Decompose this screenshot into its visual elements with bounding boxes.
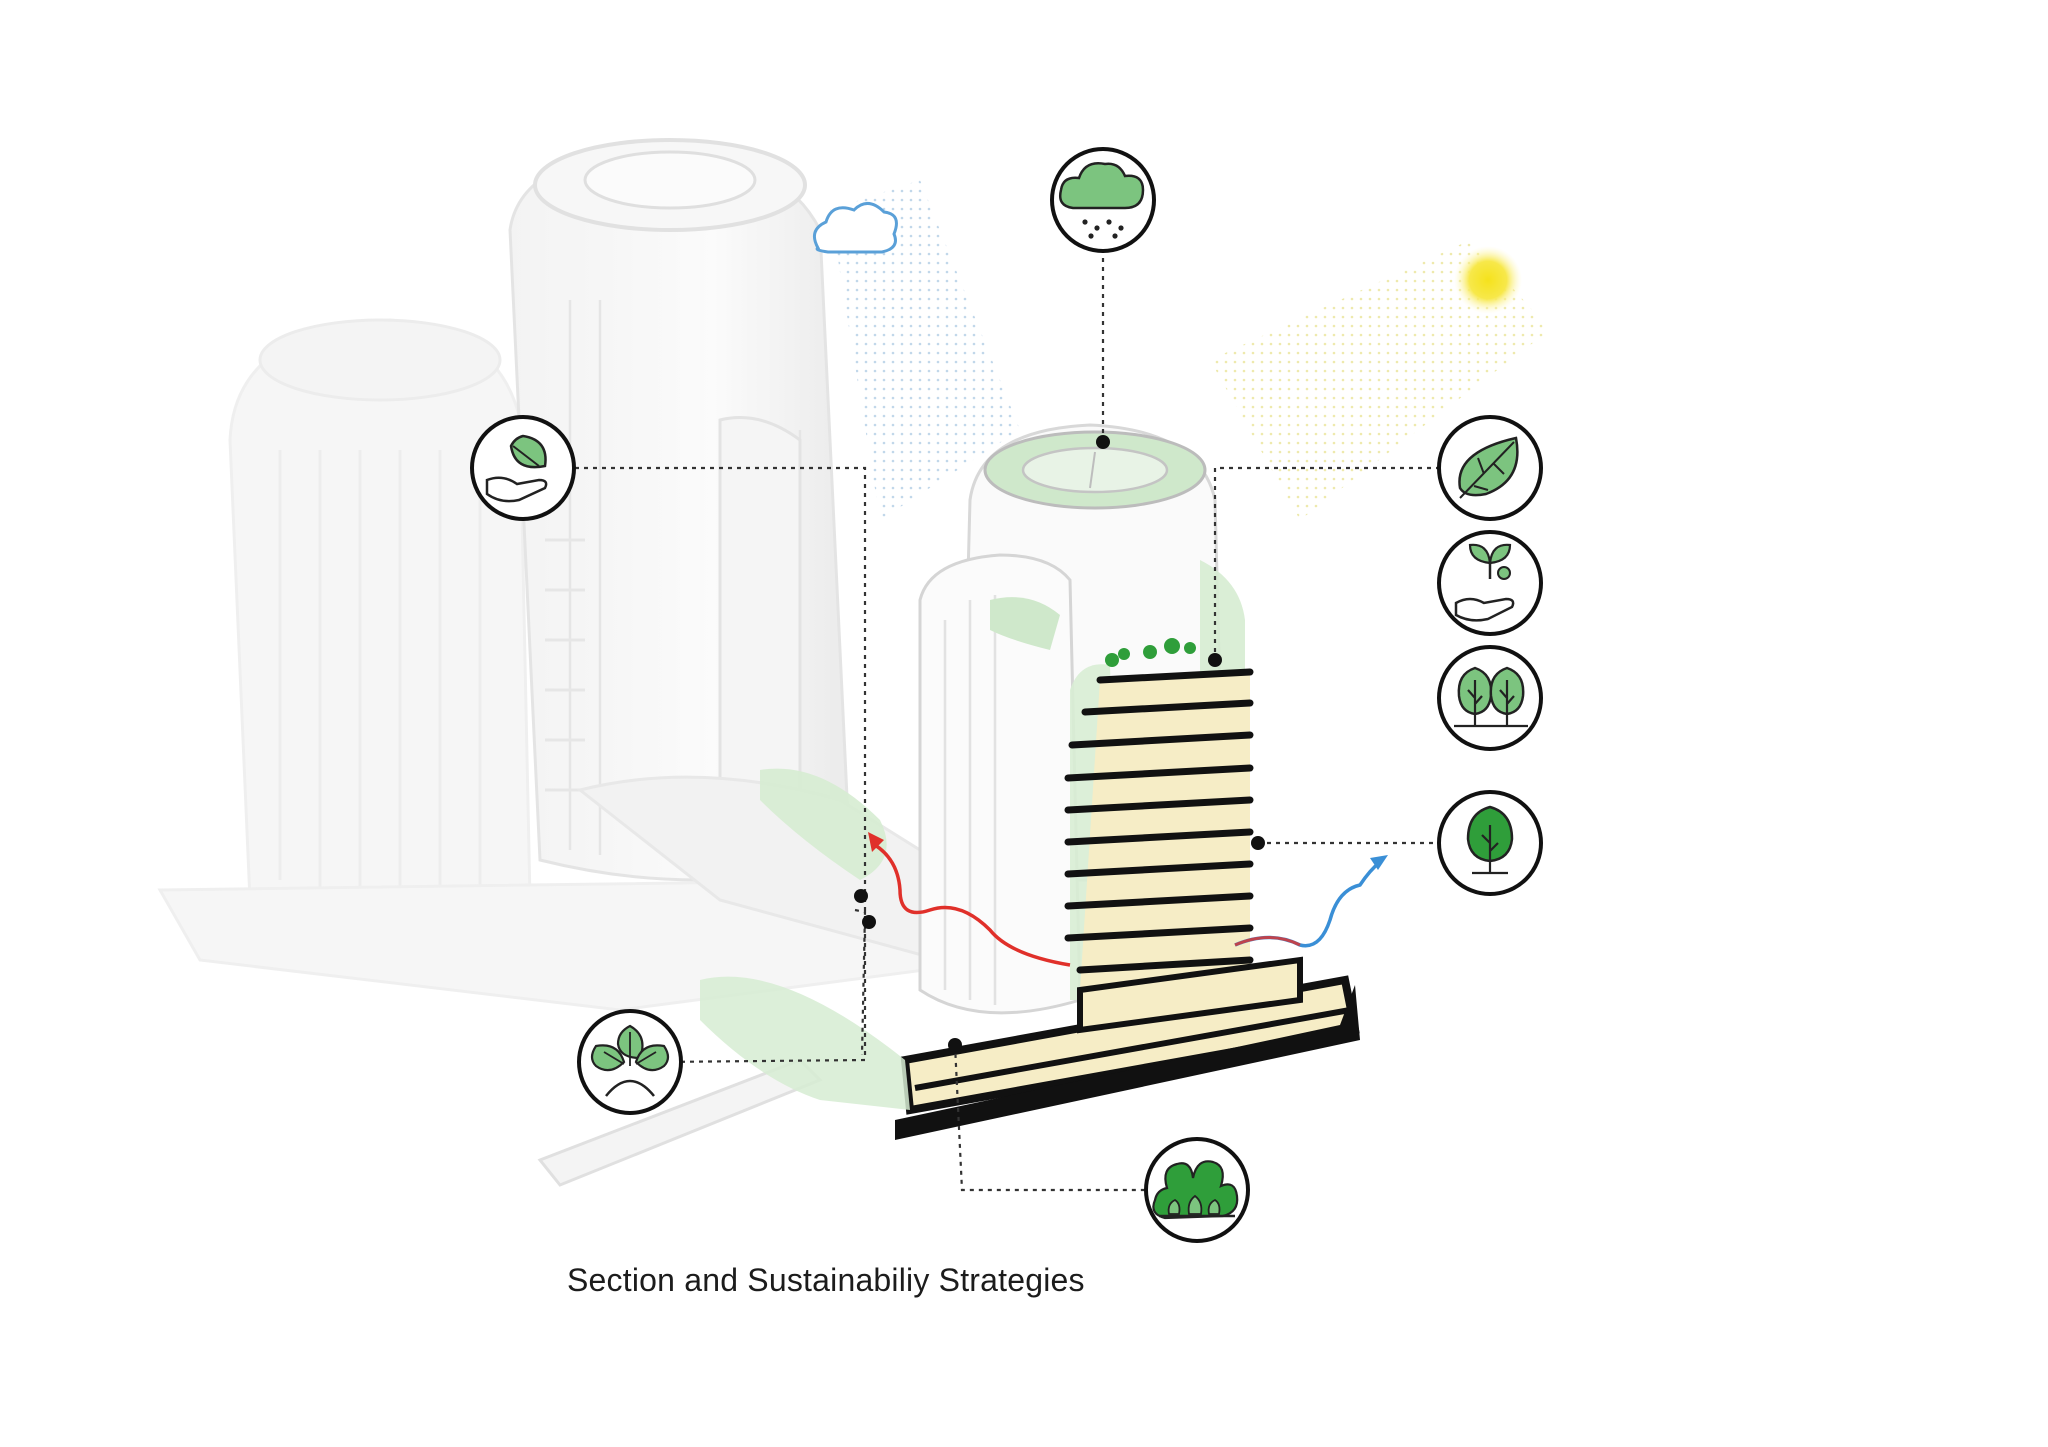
cool-air-arrow: [1234, 860, 1382, 948]
forest-icon: [1144, 1137, 1250, 1243]
context-towers: [157, 138, 1004, 1187]
warm-air-arrow: [874, 843, 1071, 967]
tree-icon: [1437, 790, 1543, 896]
leader-lines: [575, 240, 1440, 1192]
featured-tower: [700, 423, 1388, 1140]
sun-ray-field: [1210, 240, 1550, 520]
strategy-icons: [470, 147, 1543, 1243]
rain-cloud-icon: [1050, 147, 1156, 253]
seedling-hand-icon: [1437, 530, 1543, 636]
cloud-outline-icon: [812, 202, 898, 254]
leaf-hand-icon: [470, 415, 576, 521]
twin-trees-icon: [1437, 645, 1543, 751]
leader-anchors: [854, 435, 1265, 1052]
rain-dot-field: [830, 180, 1020, 520]
leaf-icon: [1437, 415, 1543, 521]
sun-icon: [1454, 246, 1522, 314]
tower-section-slabs: [1064, 638, 1254, 990]
leaf-cluster-icon: [577, 1009, 683, 1115]
diagram-caption: Section and Sustainabiliy Strategies: [567, 1262, 1085, 1298]
